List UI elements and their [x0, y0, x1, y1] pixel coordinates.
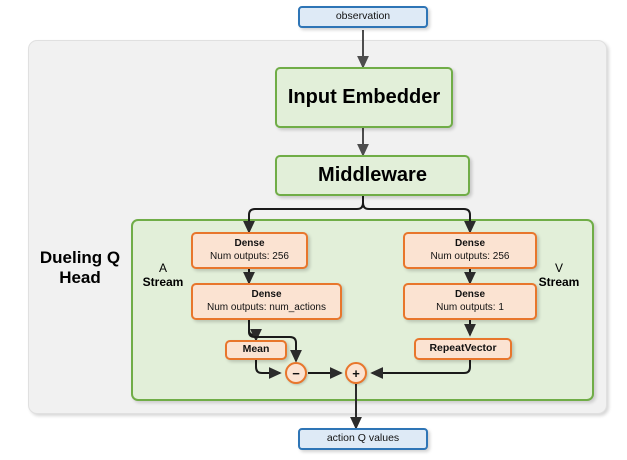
operator-add-symbol: + — [352, 365, 360, 381]
node-v-dense-256[interactable]: Dense Num outputs: 256 — [403, 232, 537, 269]
node-v-dense-1-title: Dense — [454, 288, 485, 300]
node-middleware-label: Middleware — [318, 164, 427, 186]
node-observation-label: observation — [335, 10, 391, 23]
label-v-stream-line2: Stream — [538, 274, 580, 289]
node-v-dense-1[interactable]: Dense Num outputs: 1 — [403, 283, 537, 320]
node-repeat-vector[interactable]: RepeatVector — [414, 338, 512, 360]
node-a-dense-256-subtitle: Num outputs: 256 — [210, 251, 289, 262]
node-a-dense-num-actions-subtitle: Num outputs: num_actions — [207, 302, 326, 313]
node-input-embedder-label: Input Embedder — [287, 86, 441, 108]
label-a-stream: A Stream — [136, 261, 190, 290]
node-v-dense-256-subtitle: Num outputs: 256 — [430, 251, 510, 262]
node-mean-label: Mean — [242, 343, 270, 356]
node-a-dense-num-actions-title: Dense — [251, 288, 282, 300]
node-mean[interactable]: Mean — [225, 340, 287, 360]
node-input-embedder[interactable]: Input Embedder — [275, 67, 453, 128]
node-a-dense-256[interactable]: Dense Num outputs: 256 — [191, 232, 308, 269]
node-a-dense-256-title: Dense — [234, 237, 265, 249]
node-repeat-vector-label: RepeatVector — [429, 342, 497, 355]
node-a-dense-num-actions[interactable]: Dense Num outputs: num_actions — [191, 283, 342, 320]
label-dueling-q-head-text: Dueling Q Head — [39, 248, 121, 287]
node-v-dense-1-subtitle: Num outputs: 1 — [436, 302, 504, 313]
operator-subtract-symbol: − — [292, 365, 300, 381]
node-action-q-values[interactable]: action Q values — [298, 428, 428, 450]
node-observation[interactable]: observation — [298, 6, 428, 28]
label-a-stream-line1: A — [158, 261, 167, 275]
label-v-stream-line1: V — [554, 261, 563, 275]
label-v-stream: V Stream — [531, 261, 587, 290]
label-dueling-q-head: Dueling Q Head — [32, 248, 128, 287]
node-v-dense-256-title: Dense — [454, 237, 485, 249]
operator-add-node[interactable]: + — [345, 362, 367, 384]
node-action-q-values-label: action Q values — [326, 432, 400, 445]
node-middleware[interactable]: Middleware — [275, 155, 470, 196]
label-a-stream-line2: Stream — [142, 274, 184, 289]
operator-subtract-node[interactable]: − — [285, 362, 307, 384]
